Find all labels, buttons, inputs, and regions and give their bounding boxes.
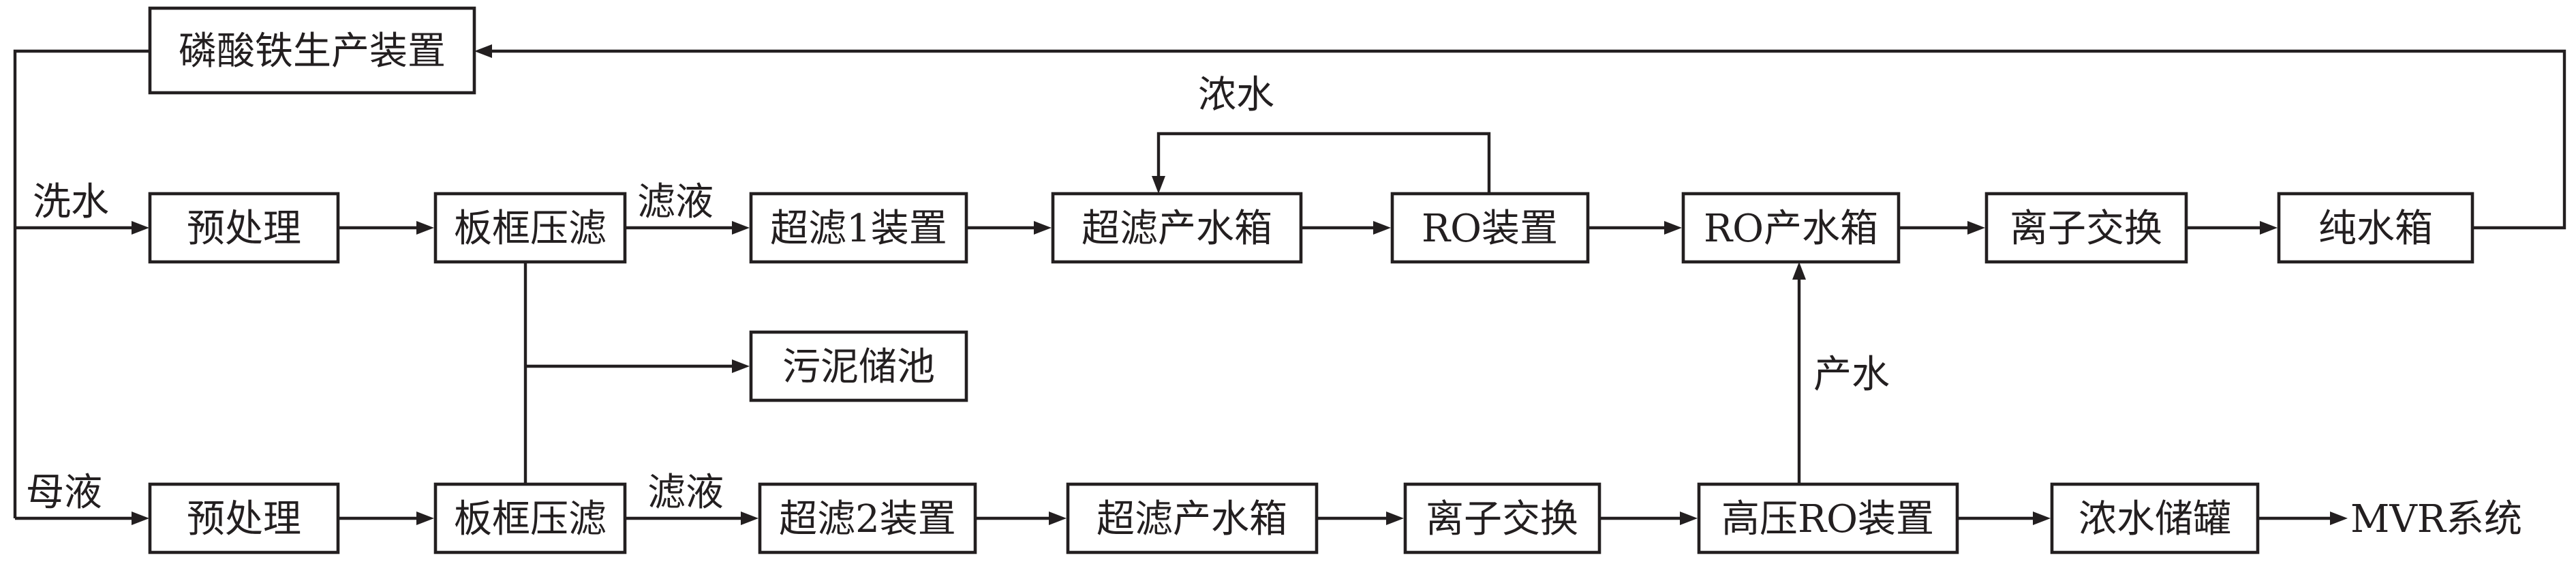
- ro-unit-label: RO装置: [1422, 207, 1558, 251]
- filter-press-bottom-label: 板框压滤: [454, 497, 607, 541]
- ro-tank-to-ix-arrow: [1967, 221, 1985, 235]
- recycle-line: [492, 49, 2566, 230]
- uf-product-tank-bottom-box: [1066, 482, 1319, 554]
- to-sludge-pool-arrow: [732, 359, 750, 373]
- tank-to-ro-arrow: [1373, 221, 1391, 235]
- concentrate-loop: [1156, 132, 1491, 194]
- ion-exchange-bottom-box: [1403, 482, 1601, 554]
- ro-product-tank-box: [1681, 192, 1901, 264]
- permeate-arrow: [1792, 262, 1806, 280]
- ultrafiltration-2-box: [758, 482, 977, 554]
- mother-liquor-label: 母液: [26, 471, 102, 515]
- ion-exchange-top-label: 离子交换: [2010, 207, 2162, 251]
- sludge-pool-box: [749, 330, 968, 402]
- ion-exchange-bottom-label: 离子交换: [1426, 497, 1578, 541]
- uf-product-tank-top-box: [1051, 192, 1303, 264]
- filtrate-top-label: 滤液: [637, 180, 714, 224]
- ro-product-tank-label: RO产水箱: [1704, 207, 1878, 251]
- filter-press-top-label: 板框压滤: [454, 207, 607, 251]
- permeate-label: 产水: [1813, 353, 1890, 397]
- stream-labels: 洗水 母液 滤液 滤液 浓水 产水: [26, 73, 1890, 515]
- press-to-uf2-arrow: [741, 511, 758, 525]
- recycle-arrow: [474, 44, 492, 58]
- mvr-system-label: MVR系统: [2350, 497, 2522, 541]
- pre-to-press-bottom-arrow: [416, 511, 434, 525]
- fepo4-plant-label: 磷酸铁生产装置: [179, 29, 446, 74]
- pretreatment-top-label: 预处理: [187, 207, 301, 251]
- brine-tank-label: 浓水储罐: [2079, 497, 2231, 541]
- ultrafiltration-1-label: 超滤1装置: [770, 207, 947, 251]
- ion-exchange-top-box: [1984, 192, 2188, 264]
- fepo4-plant-box: [148, 6, 476, 95]
- pretreatment-bottom-label: 预处理: [187, 497, 301, 541]
- high-pressure-ro-label: 高压RO装置: [1721, 497, 1934, 541]
- pure-water-tank-box: [2277, 192, 2474, 264]
- pretreatment-bottom-box: [148, 482, 340, 554]
- plant-outlet-line: [13, 49, 149, 518]
- wash-water-label: 洗水: [33, 180, 109, 224]
- ultrafiltration-1-box: [749, 192, 968, 264]
- uf-product-tank-top-label: 超滤产水箱: [1082, 207, 1272, 251]
- concentrate-loop-arrow: [1152, 176, 1165, 194]
- brine-tank-box: [2050, 482, 2260, 554]
- brine-to-mvr-arrow: [2330, 511, 2348, 525]
- press-to-uf1-arrow: [732, 221, 750, 235]
- pretreatment-top-box: [148, 192, 340, 264]
- wash-water-arrow: [132, 221, 149, 235]
- filtrate-bottom-label: 滤液: [647, 471, 724, 515]
- connectors: [13, 44, 2566, 525]
- uf2-to-tank-arrow: [1049, 511, 1067, 525]
- process-units: 磷酸铁生产装置 预处理 板框压滤 超滤1装置 超滤产水箱 RO装置 RO产水箱 …: [148, 6, 2522, 554]
- ro-unit-box: [1390, 192, 1590, 264]
- ix-to-pure-tank-arrow: [2260, 221, 2278, 235]
- ix-to-hp-ro-arrow: [1680, 511, 1698, 525]
- concentrate-label: 浓水: [1198, 73, 1274, 117]
- uf-product-tank-bottom-label: 超滤产水箱: [1097, 497, 1287, 541]
- ro-to-ro-tank-arrow: [1664, 221, 1682, 235]
- tank-to-ix-bottom-arrow: [1386, 511, 1404, 525]
- sludge-pool-label: 污泥储池: [782, 345, 935, 389]
- pre-to-press-top-arrow: [416, 221, 434, 235]
- pure-water-tank-label: 纯水箱: [2318, 207, 2433, 251]
- filter-press-bottom-box: [433, 482, 627, 554]
- ultrafiltration-2-label: 超滤2装置: [779, 497, 956, 541]
- high-pressure-ro-box: [1697, 482, 1959, 554]
- hp-ro-to-brine-arrow: [2033, 511, 2051, 525]
- mother-liquor-arrow: [132, 511, 149, 525]
- filter-press-top-box: [433, 192, 627, 264]
- uf1-to-tank-arrow: [1034, 221, 1052, 235]
